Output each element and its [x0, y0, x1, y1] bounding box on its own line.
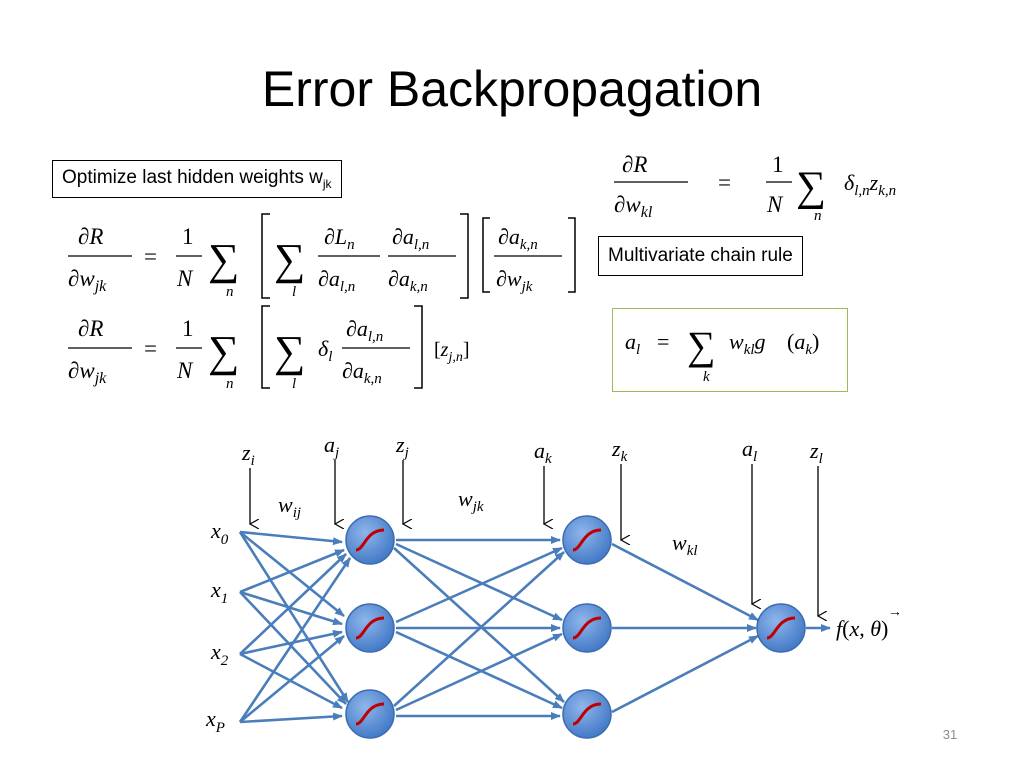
svg-text:wklg: wklg [729, 329, 766, 358]
svg-text:∂ak,n: ∂ak,n [498, 224, 538, 253]
neuron-h1-2 [345, 689, 395, 739]
svg-text:al: al [625, 329, 640, 358]
svg-text:∂ak,n: ∂ak,n [342, 358, 382, 387]
input-label-x0: x0 [210, 518, 229, 548]
edges-hidden1-hidden2 [393, 536, 565, 720]
svg-text:=: = [144, 244, 157, 269]
label-a-l: al [742, 436, 757, 465]
weight-label-wjk: wjk [458, 486, 484, 515]
svg-text:∂wjk: ∂wjk [68, 358, 107, 387]
svg-text:∂Ln: ∂Ln [324, 224, 355, 253]
edges-input-hidden1 [238, 530, 352, 724]
svg-text:∂R: ∂R [78, 316, 103, 341]
weight-label-wkl: wkl [672, 530, 698, 559]
svg-text:∂wkl: ∂wkl [614, 192, 653, 221]
svg-text:l: l [292, 376, 296, 392]
network-diagram: x0 x1 x2 xP zi aj zj ak zk al zl wij wjk… [205, 432, 902, 739]
optimize-box-subscript: jk [322, 176, 332, 191]
slide-title: Error Backpropagation [261, 61, 763, 117]
svg-text:1: 1 [182, 316, 194, 341]
label-z-i: zi [241, 440, 255, 469]
input-label-x2: x2 [210, 639, 229, 669]
label-a-j: aj [324, 432, 339, 461]
neuron-h1-1 [345, 603, 395, 653]
svg-text:N: N [176, 358, 194, 383]
svg-text:n: n [226, 376, 234, 392]
svg-text:=: = [657, 329, 669, 354]
label-a-k: ak [534, 438, 552, 467]
input-label-xP: xP [205, 706, 225, 736]
neuron-h1-0 [345, 515, 395, 565]
svg-text:∂R: ∂R [622, 152, 647, 177]
chain-rule-text: Multivariate chain rule [608, 245, 793, 266]
svg-text:∑: ∑ [687, 323, 716, 368]
svg-text:(ak): (ak) [787, 329, 819, 358]
svg-text:n: n [226, 284, 234, 300]
svg-text:∂ak,n: ∂ak,n [388, 266, 428, 295]
svg-text:k: k [703, 369, 710, 385]
label-z-k: zk [611, 436, 628, 465]
page-number: 31 [942, 727, 958, 742]
svg-text:=: = [718, 170, 731, 195]
label-z-j: zj [395, 432, 409, 461]
input-label-x1: x1 [210, 577, 228, 607]
svg-text:∑: ∑ [274, 235, 305, 284]
svg-text:N: N [176, 266, 194, 291]
svg-text:l: l [292, 284, 296, 300]
svg-text:∂wjk: ∂wjk [496, 266, 533, 295]
activation-box: al = ∑ k wklg (ak) [612, 308, 848, 392]
svg-text:δl: δl [318, 336, 332, 365]
chain-rule-box: Multivariate chain rule [598, 236, 803, 276]
neuron-h2-0 [562, 515, 612, 565]
svg-text:∑: ∑ [208, 327, 239, 376]
svg-text:∑: ∑ [274, 327, 305, 376]
neuron-h2-1 [562, 603, 612, 653]
svg-text:1: 1 [772, 152, 784, 177]
svg-text:1: 1 [182, 224, 194, 249]
equation-top-right: ∂R ∂wkl = 1 N ∑ n δl,nzk,n [614, 152, 896, 222]
svg-text:n: n [814, 208, 822, 222]
svg-text:N: N [766, 192, 784, 217]
svg-text:∂al,n: ∂al,n [318, 266, 355, 295]
svg-text:∑: ∑ [208, 235, 239, 284]
equation-activation: al = ∑ k wklg (ak) [625, 323, 819, 385]
output-label: f(x, θ) [836, 616, 888, 641]
optimize-box: Optimize last hidden weights wjk [52, 160, 342, 198]
label-z-l: zl [809, 438, 823, 467]
signal-arrows [250, 460, 818, 616]
svg-text:[zj,n]: [zj,n] [434, 339, 470, 365]
svg-text:∂wjk: ∂wjk [68, 266, 107, 295]
output-theta-arrow: → [888, 605, 902, 620]
svg-text:δl,nzk,n: δl,nzk,n [844, 170, 896, 199]
equation-delta: ∂R ∂wjk = 1 N ∑ n ∑ l δl ∂al,n ∂ak,n [zj… [68, 305, 470, 392]
svg-text:=: = [144, 336, 157, 361]
neuron-nodes [345, 515, 806, 739]
svg-text:∑: ∑ [796, 164, 826, 210]
neuron-output [756, 603, 806, 653]
optimize-box-text: Optimize last hidden weights w [62, 167, 323, 188]
weight-label-wij: wij [278, 492, 301, 521]
svg-text:∂R: ∂R [78, 224, 103, 249]
svg-text:∂al,n: ∂al,n [392, 224, 429, 253]
neuron-h2-2 [562, 689, 612, 739]
equation-chain-rule: ∂R ∂wjk = 1 N ∑ n ∑ l ∂Ln ∂al,n ∂al,n ∂a… [68, 213, 576, 300]
svg-text:∂al,n: ∂al,n [346, 316, 383, 345]
edges-hidden2-output [611, 542, 831, 714]
